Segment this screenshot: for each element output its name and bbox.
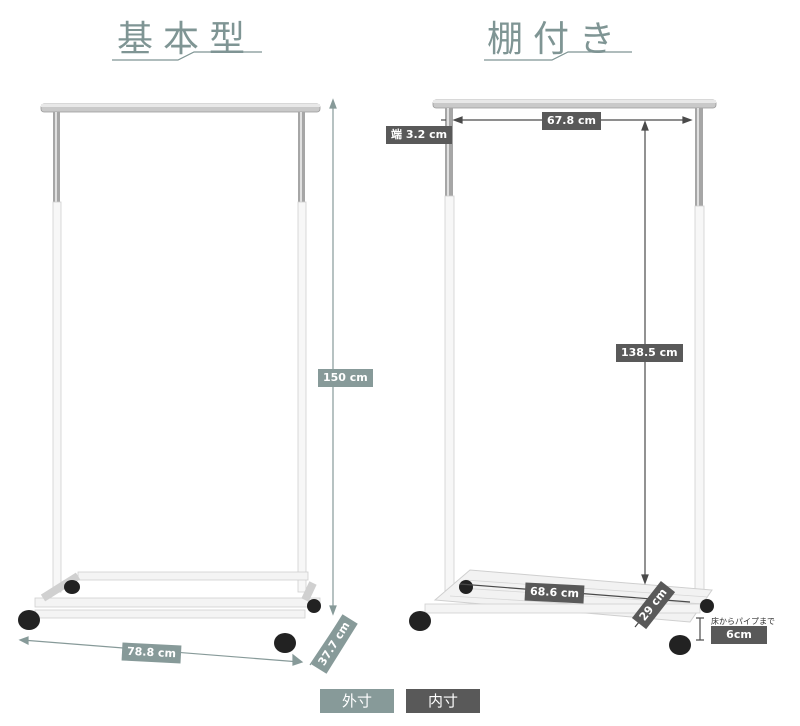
right-dimension-lines xyxy=(441,116,704,641)
shelf-rack xyxy=(409,99,717,655)
legend-outer: 外寸 xyxy=(320,689,394,713)
shelf-width-label: 68.6 cm xyxy=(524,582,585,604)
floor-gap-label: 6cm xyxy=(711,626,767,644)
floor-note: 床からパイプまで xyxy=(711,617,775,626)
inner-height-label: 138.5 cm xyxy=(616,344,683,362)
title-right-underline xyxy=(484,51,632,61)
width-label: 78.8 cm xyxy=(121,642,182,664)
title-basic-type: 基本型 xyxy=(117,19,256,60)
end-label: 端 3.2 cm xyxy=(386,126,453,144)
title-with-shelf: 棚付き xyxy=(487,19,626,60)
basic-rack xyxy=(18,103,321,653)
title-left-underline xyxy=(112,51,262,61)
inner-width-label: 67.8 cm xyxy=(542,112,601,130)
legend-inner: 内寸 xyxy=(406,689,480,713)
height-label: 150 cm xyxy=(318,369,373,387)
